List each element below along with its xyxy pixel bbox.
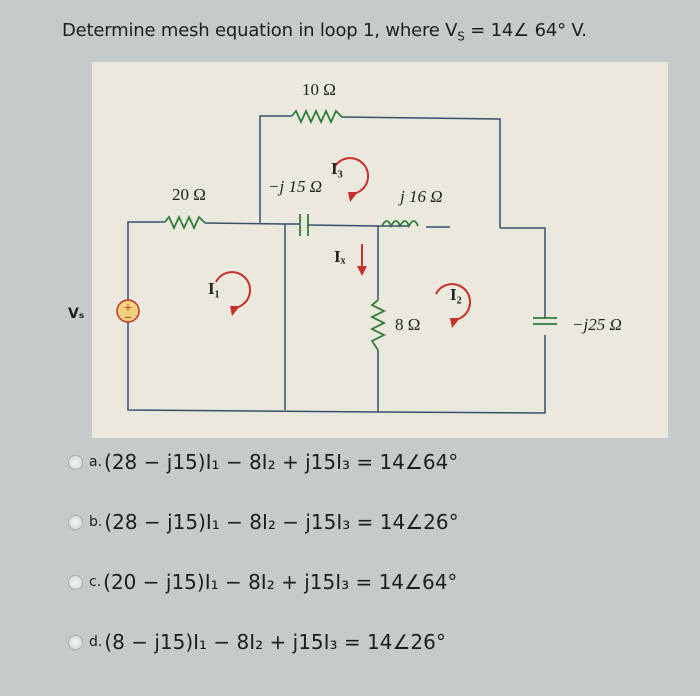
label-r-left: 20 Ω [172,185,206,204]
radio-c[interactable] [68,574,83,590]
circuit-figure [92,62,668,438]
option-letter: b. [89,514,103,530]
label-mesh2: I₂ [450,285,462,304]
label-c-right: −j25 Ω [572,315,622,334]
voltage-source-icon [116,299,140,323]
option-c[interactable]: c.(20 − j15)I₁ − 8I₂ + j15I₃ = 14∠64° [68,570,457,594]
resistor-20 [164,214,206,231]
label-c-mid: −j 15 Ω [268,177,322,196]
option-equation: (28 − j15)I₁ − 8I₂ − j15I₃ = 14∠26° [104,510,459,534]
option-equation: (28 − j15)I₁ − 8I₂ + j15I₃ = 14∠64° [104,450,459,474]
label-l-right: j 16 Ω [398,187,443,206]
option-a[interactable]: a.(28 − j15)I₁ − 8I₂ + j15I₃ = 14∠64° [68,450,458,474]
resistor-10 [291,108,343,125]
option-letter: c. [89,574,102,590]
mesh3-arrow-icon [333,157,370,195]
option-d[interactable]: d.(8 − j15)I₁ − 8I₂ + j15I₃ = 14∠26° [68,630,446,654]
wires [127,115,546,414]
label-mesh1: I₁ [208,279,220,298]
svg-text:+: + [123,301,132,314]
label-r-mid: 8 Ω [395,315,420,334]
option-letter: d. [89,634,103,650]
question-text: Determine mesh equation in loop 1, where… [62,20,587,44]
question-prefix: Determine mesh equation in loop 1, where… [62,20,458,41]
elements [164,108,557,351]
option-b[interactable]: b.(28 − j15)I₁ − 8I₂ − j15I₃ = 14∠26° [68,510,459,534]
option-letter: a. [89,454,103,470]
question-subscript: S [457,29,465,44]
svg-text:−: − [123,311,132,324]
option-equation: (8 − j15)I₁ − 8I₂ + j15I₃ = 14∠26° [104,630,446,654]
label-ix: Iₓ [334,247,346,266]
mesh-arrows [215,157,472,321]
label-source: Vₛ [68,306,84,322]
inductor-j16 [381,220,419,229]
label-mesh3: I₃ [331,159,343,178]
mesh1-arrow-icon [215,271,252,309]
radio-d[interactable] [68,634,83,650]
resistor-8 [369,299,387,351]
radio-a[interactable] [68,454,83,470]
mesh2-arrow-icon [435,283,472,321]
option-equation: (20 − j15)I₁ − 8I₂ + j15I₃ = 14∠64° [103,570,458,594]
label-r-top: 10 Ω [302,80,336,99]
radio-b[interactable] [68,514,83,530]
question-suffix: = 14∠ 64° V. [464,20,587,41]
